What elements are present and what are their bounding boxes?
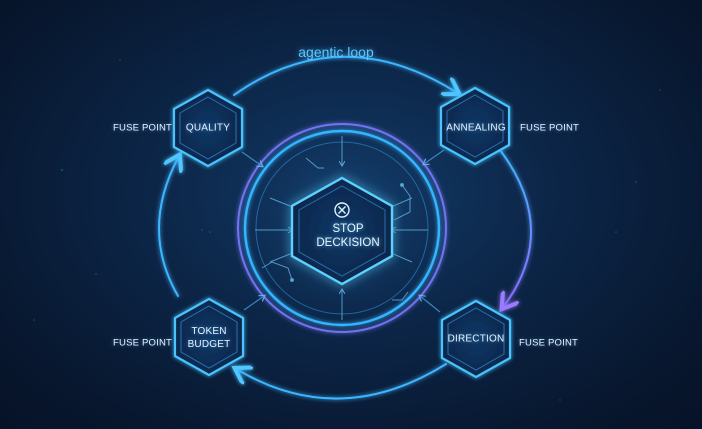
fuse-point-token-budget: FUSE POINT xyxy=(113,337,173,349)
right-loop-arc xyxy=(499,149,532,306)
hexagon-direction xyxy=(440,299,512,379)
x-circle-icon xyxy=(334,202,350,218)
loop-title: agentic loop xyxy=(298,44,374,60)
fuse-point-annealing: FUSE POINT xyxy=(520,122,580,134)
fuse-point-quality: FUSE POINT xyxy=(113,122,173,134)
background-specks xyxy=(33,59,661,401)
hexagon-annealing xyxy=(439,86,511,166)
outer-loop xyxy=(158,55,532,400)
center-hexagon xyxy=(290,176,394,286)
node-connectors xyxy=(241,149,445,313)
node-label-token-budget: TOKEN BUDGET xyxy=(188,325,231,351)
bottom-loop-arc xyxy=(238,363,447,400)
token-budget-line-2: BUDGET xyxy=(187,339,231,350)
center-label: STOP DECKISION xyxy=(316,222,379,250)
hexagon-token-budget xyxy=(173,297,245,377)
center-line-2: DECKISION xyxy=(316,237,380,249)
node-label-direction: DIRECTION xyxy=(447,333,505,345)
hexagon-quality xyxy=(172,88,244,168)
left-loop-arc xyxy=(158,158,178,297)
fuse-point-direction: FUSE POINT xyxy=(519,337,579,349)
token-budget-line-1: TOKEN xyxy=(191,326,227,337)
node-hexagons xyxy=(172,86,512,379)
top-loop-arc xyxy=(233,55,456,95)
node-label-annealing: ANNEALING xyxy=(446,122,506,134)
center-line-1: STOP xyxy=(332,223,364,235)
inner-connectors xyxy=(255,136,428,320)
node-label-quality: QUALITY xyxy=(185,122,231,134)
